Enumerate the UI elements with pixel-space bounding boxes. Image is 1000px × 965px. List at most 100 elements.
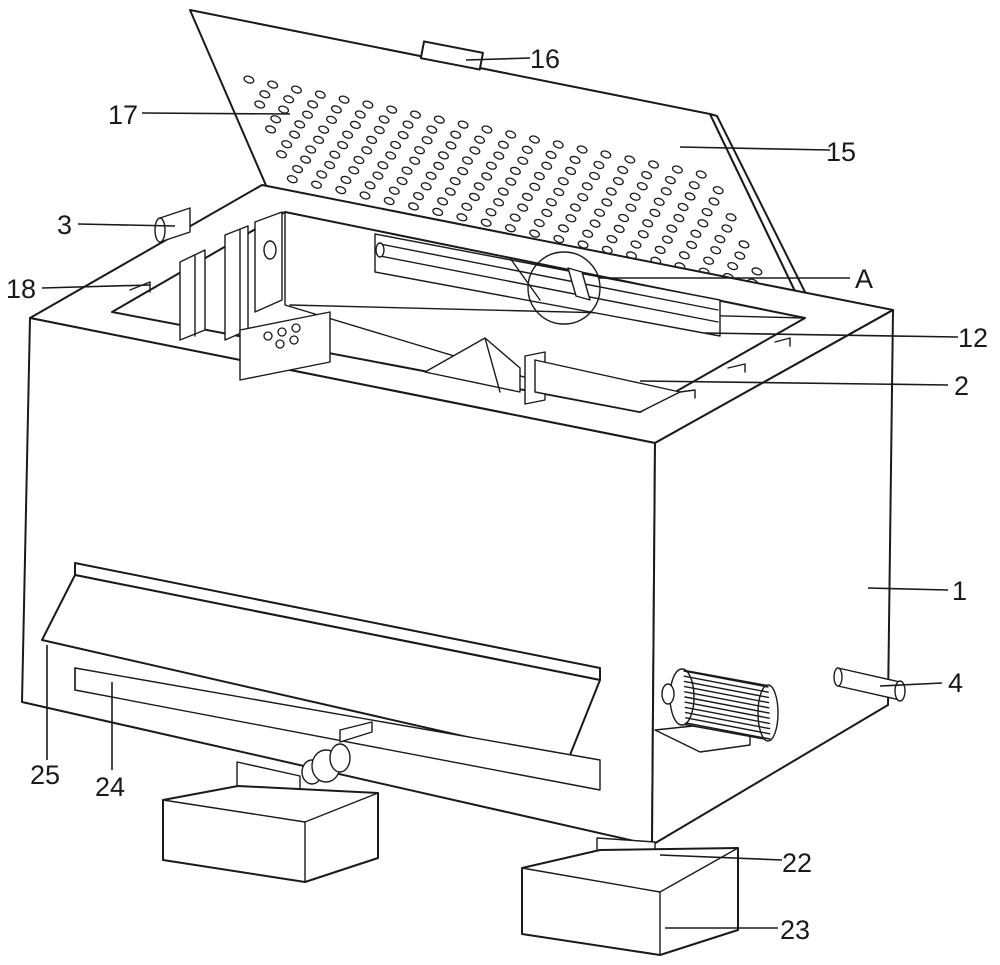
perforation-hole (557, 177, 569, 186)
perforation-hole (703, 256, 715, 265)
perforation-hole (600, 150, 612, 159)
label-1: 1 (952, 576, 967, 606)
perforation-hole (386, 105, 398, 114)
perforation-hole (624, 155, 636, 164)
perforation-hole (445, 141, 457, 150)
perforation-hole (311, 180, 322, 189)
perforation-hole (485, 161, 497, 170)
perforation-hole (712, 186, 724, 195)
perforation-hole (509, 166, 521, 176)
perforation-hole (425, 171, 437, 180)
perforation-hole (721, 224, 733, 233)
motor (654, 668, 779, 753)
perforation-hole (408, 202, 419, 211)
label-12: 12 (958, 323, 988, 353)
perforation-hole (589, 219, 601, 228)
motor-rib (684, 696, 770, 714)
perforation-hole (497, 187, 509, 196)
lid (189, 9, 813, 313)
perforation-hole (577, 193, 589, 202)
perforation-hole (307, 100, 319, 109)
perforation-hole (396, 176, 408, 186)
perforation-hole (529, 135, 540, 144)
perforation-hole (714, 234, 726, 244)
perforation-hole (450, 130, 462, 139)
perforation-hole (636, 182, 648, 191)
lid-handle (419, 40, 484, 71)
perforation-hole (751, 267, 763, 276)
perforation-hole (727, 261, 739, 271)
inlet-pipe (154, 207, 191, 243)
perforation-hole (302, 110, 313, 119)
perforation-hole (541, 208, 553, 218)
perforation-hole (340, 175, 352, 185)
perforation-hole (313, 135, 325, 144)
label-25: 25 (30, 760, 60, 790)
perforation-hole (326, 115, 337, 124)
perforation-hole (569, 155, 581, 165)
perforation-hole (661, 235, 673, 244)
perforation-hole (462, 156, 473, 165)
perforation-hole (565, 214, 577, 223)
perforation-hole (409, 156, 421, 165)
motor-rib (684, 706, 771, 725)
perforation-hole (708, 197, 720, 206)
perforation-hole (606, 234, 618, 244)
perforation-hole (593, 160, 605, 170)
perforation-hole (521, 145, 533, 154)
label-22: 22 (782, 848, 812, 878)
perforation-hole (281, 140, 293, 149)
perforation-hole (605, 187, 617, 196)
perforation-hole (594, 208, 606, 217)
perforation-hole (337, 140, 349, 150)
perforation-hole (265, 125, 277, 134)
perforation-hole (270, 115, 282, 124)
perforation-hole (541, 161, 553, 170)
perforation-hole (401, 166, 413, 175)
perforation-hole (649, 208, 661, 218)
perforation-hole (480, 218, 492, 227)
perforation-hole (383, 196, 395, 206)
perforation-hole (243, 75, 255, 84)
perforation-hole (354, 110, 366, 119)
label-23: 23 (780, 915, 810, 945)
perforation-hole (545, 198, 557, 207)
perforation-hole (359, 191, 371, 200)
perforation-hole (570, 203, 581, 212)
perforation-hole (289, 130, 301, 139)
motor-rib (683, 685, 770, 704)
label-3: 3 (57, 210, 72, 240)
perforation-hole (505, 177, 517, 186)
right-leg (521, 837, 739, 956)
perforation-hole (618, 213, 630, 223)
perforation-hole (684, 192, 696, 201)
perforation-hole (437, 197, 449, 206)
perforation-hole (481, 172, 493, 181)
label-17: 17 (108, 100, 138, 130)
perforation-hole (664, 175, 676, 185)
perforation-hole (362, 100, 374, 109)
perforation-hole (305, 145, 317, 154)
perforation-hole (426, 125, 438, 134)
perforation-hole (433, 115, 445, 124)
perforation-hole (438, 151, 449, 160)
perforation-hole (473, 182, 485, 191)
label-24: 24 (95, 772, 125, 802)
perforation-hole (517, 156, 529, 165)
perforation-hole (738, 240, 750, 249)
perforation-hole (283, 95, 295, 104)
perforation-hole (414, 146, 425, 155)
motor-rib (685, 722, 771, 740)
perforation-hole (292, 164, 304, 174)
perforation-hole (629, 192, 641, 201)
perforation-hole (461, 202, 473, 211)
perforation-hole (342, 130, 354, 139)
perforation-hole (485, 208, 497, 217)
perforation-hole (601, 198, 613, 207)
perforation-hole (617, 165, 629, 175)
perforation-hole (505, 130, 517, 139)
perforation-hole (390, 140, 402, 150)
perforation-hole (710, 246, 722, 255)
perforation-hole (420, 182, 432, 191)
perforation-hole (589, 171, 600, 181)
